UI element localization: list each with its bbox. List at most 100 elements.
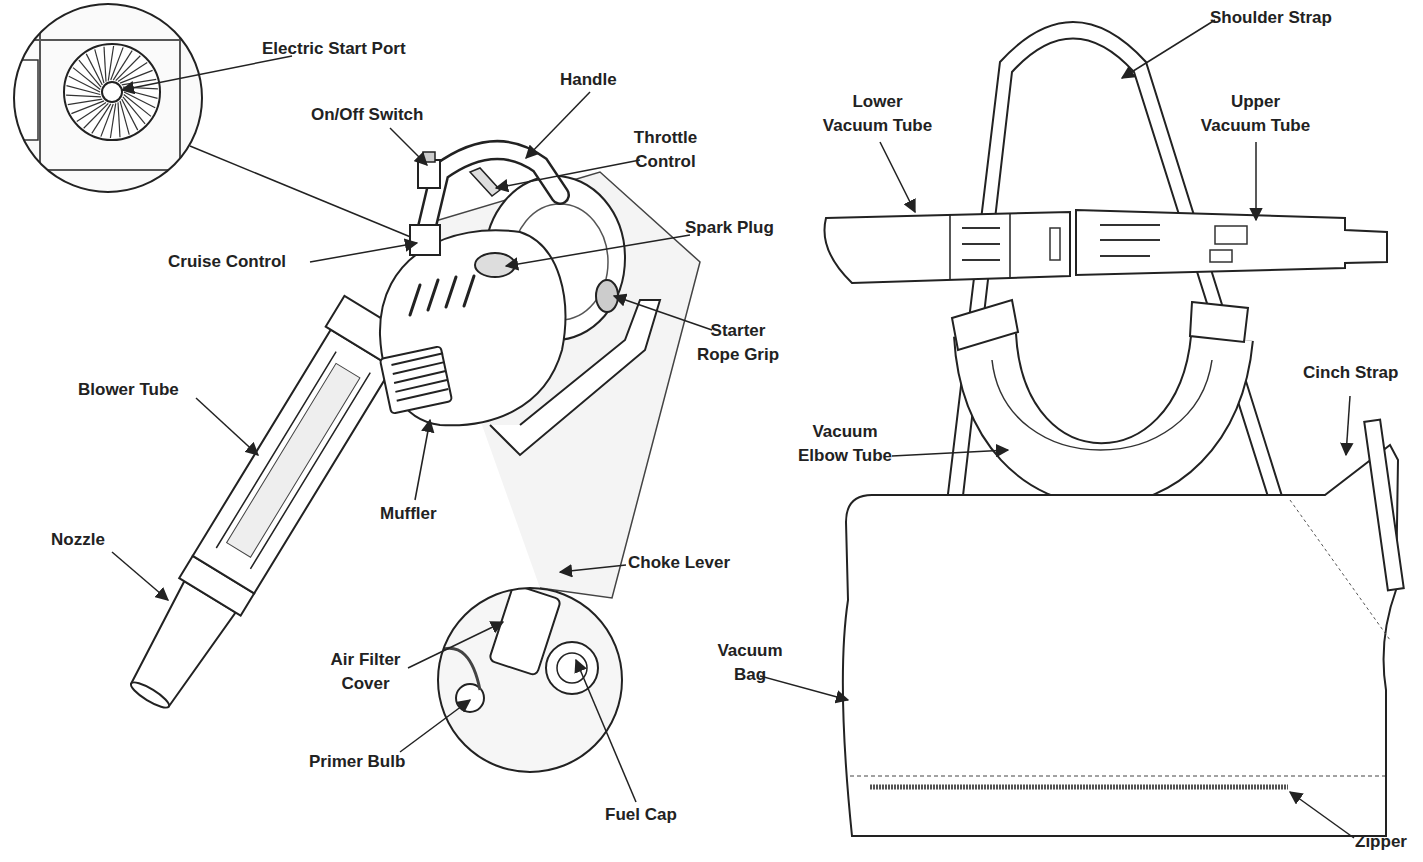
vacuum-elbow-tube	[985, 335, 1222, 474]
fan-blades	[118, 102, 120, 137]
fuel-inset	[430, 580, 630, 780]
vacuum-bag	[1364, 420, 1404, 591]
part-label: Vacuum Bag	[710, 639, 790, 687]
handle	[410, 150, 560, 255]
leader-lines	[196, 398, 258, 455]
engine-housing	[380, 230, 565, 425]
part-label: Choke Lever	[628, 551, 730, 575]
fan-blades	[69, 76, 100, 92]
vacuum-elbow-tube	[985, 335, 1222, 474]
fan-blades	[124, 92, 155, 108]
engine-housing	[410, 276, 474, 315]
fuel-inset	[430, 564, 630, 780]
leader-lines	[614, 296, 712, 330]
leader-lines	[892, 450, 1008, 456]
leader-lines	[112, 20, 1354, 838]
electric-start-inset	[14, 4, 202, 192]
fuel-inset	[440, 648, 480, 690]
fan-blades	[123, 97, 145, 124]
leader-lines	[400, 700, 470, 752]
vacuum-bag	[850, 776, 1385, 777]
vacuum-bag	[843, 445, 1398, 836]
leader-lines	[1122, 20, 1215, 78]
leader-lines	[122, 56, 292, 90]
part-label: Muffler	[380, 502, 437, 526]
fan-blades	[104, 47, 106, 82]
fan-blades	[92, 104, 111, 133]
engine-housing	[391, 353, 449, 401]
fan-blades	[73, 68, 100, 90]
leader-lines	[880, 142, 915, 212]
part-label: Air Filter Cover	[323, 648, 408, 696]
fan-blades	[68, 99, 103, 105]
part-label: Handle	[560, 68, 617, 92]
blower-tube	[193, 330, 393, 594]
electric-start-inset	[12, 60, 38, 140]
body-outline	[190, 146, 700, 598]
fan-blades	[95, 49, 104, 83]
handle	[418, 160, 440, 188]
blower-tube	[111, 296, 416, 722]
upper-vacuum-tube	[1215, 226, 1247, 244]
part-label: Throttle Control	[628, 126, 703, 174]
handle	[423, 152, 435, 162]
blower-tube	[227, 363, 360, 557]
fan-blades	[120, 101, 129, 135]
part-label: Vacuum Elbow Tube	[795, 420, 895, 468]
part-label: Blower Tube	[78, 378, 179, 402]
lower-vacuum-tube	[962, 228, 1000, 260]
fan-blades	[66, 46, 158, 138]
vacuum-elbow-tube	[992, 360, 1212, 450]
fan-blades	[124, 90, 158, 99]
electric-start-inset	[0, 0, 220, 200]
fan-blades	[124, 94, 151, 116]
part-label: Lower Vacuum Tube	[820, 90, 935, 138]
electric-start-inset	[102, 82, 122, 102]
part-label: Shoulder Strap	[1210, 6, 1332, 30]
leader-lines	[560, 565, 626, 572]
part-label: Starter Rope Grip	[693, 319, 783, 367]
leader-lines	[1346, 396, 1350, 455]
leader-lines	[526, 92, 590, 158]
leader-lines	[390, 128, 427, 165]
electric-start-inset	[0, 0, 220, 200]
leader-lines	[415, 420, 430, 500]
vacuum-bag	[870, 785, 1288, 790]
fan-blades	[66, 95, 101, 97]
upper-vacuum-tube	[1076, 210, 1387, 275]
blower-tube	[128, 678, 172, 711]
upper-vacuum-tube	[1100, 225, 1160, 256]
fuel-inset	[430, 564, 630, 780]
lower-vacuum-tube	[950, 213, 1010, 280]
leader-lines	[760, 676, 848, 700]
handle	[410, 225, 440, 255]
fan-blades	[79, 60, 101, 87]
handle	[425, 150, 560, 235]
part-label: Primer Bulb	[309, 750, 405, 774]
leader-lines	[310, 243, 417, 262]
lower-vacuum-tube	[824, 212, 1070, 283]
fan-blades	[113, 51, 132, 80]
upper-vacuum-tube	[1076, 210, 1387, 275]
handle	[470, 168, 500, 196]
leader-lines	[408, 622, 503, 668]
vacuum-bag	[843, 420, 1404, 836]
leader-lines	[1290, 792, 1354, 838]
part-label: On/Off Switch	[311, 103, 423, 127]
electric-start-inset	[64, 44, 160, 140]
handle	[425, 150, 560, 235]
fuel-inset	[545, 564, 563, 578]
vacuum-bag	[1290, 500, 1390, 640]
part-label: Nozzle	[51, 528, 105, 552]
electric-start-inset	[0, 0, 220, 200]
engine-housing	[380, 346, 452, 414]
part-label: Fuel Cap	[605, 803, 677, 827]
part-label: Zipper	[1355, 830, 1407, 854]
part-label: Electric Start Port	[262, 37, 406, 61]
upper-vacuum-tube	[1210, 250, 1232, 262]
fuel-inset	[557, 653, 587, 683]
vacuum-elbow-tube	[952, 300, 1248, 474]
leader-lines	[112, 552, 168, 600]
